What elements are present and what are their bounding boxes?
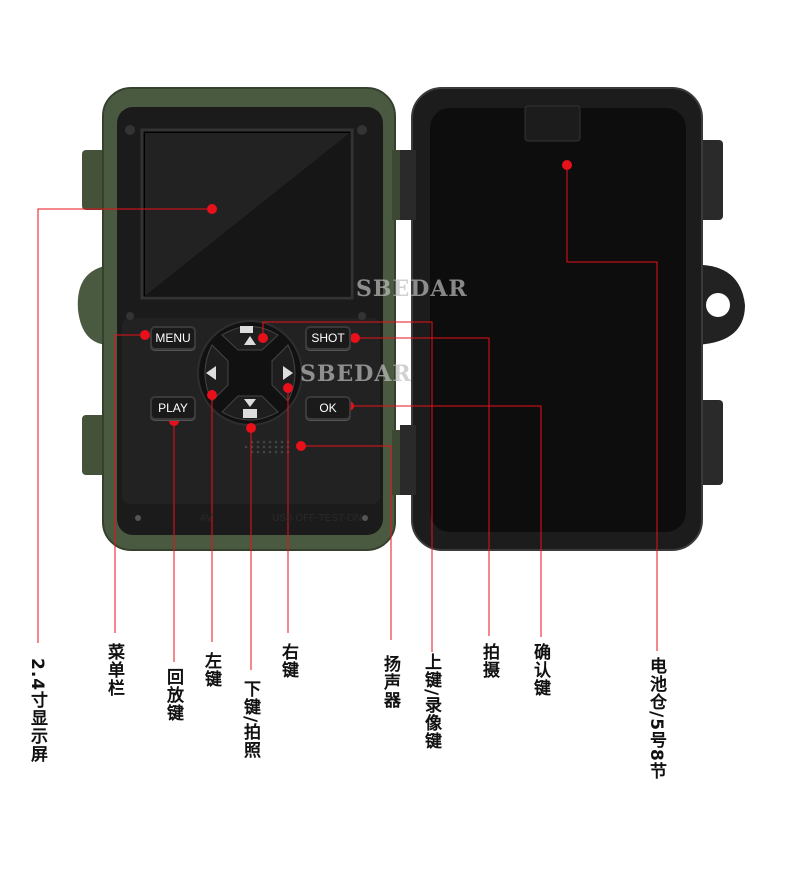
av-port-label: AV (200, 513, 213, 524)
right-arrow-icon (283, 366, 293, 380)
usb-switch-label: USB OFF-TEST-ON (272, 513, 362, 524)
label-battery: 电池仓/5号8节 (646, 657, 666, 780)
label-menu: 菜单栏 (104, 643, 124, 697)
left-arrow-icon (206, 366, 216, 380)
video-camera-icon (240, 326, 256, 345)
watermark: SBEDAR (356, 276, 468, 302)
battery-door (400, 87, 745, 551)
play-button: PLAY (150, 396, 196, 420)
label-down: 下键/拍照 (240, 680, 260, 760)
label-up: 上键/录像键 (421, 653, 441, 751)
watermark: SBEDAR (300, 361, 412, 387)
label-shot: 拍摄 (479, 643, 499, 679)
callout-dots (140, 160, 572, 451)
callout-lines (37, 165, 658, 670)
label-ok: 确认键 (530, 643, 550, 697)
menu-button: MENU (150, 326, 196, 350)
shot-button: SHOT (305, 326, 351, 350)
label-display: 2.4寸显示屏 (27, 658, 47, 764)
photo-camera-icon (243, 399, 257, 418)
label-left: 左键 (201, 652, 221, 688)
camera-body (77, 87, 414, 551)
ok-button: OK (305, 396, 351, 420)
label-right: 右键 (278, 643, 298, 679)
label-play: 回放键 (163, 668, 183, 722)
label-speaker: 扬声器 (380, 655, 400, 709)
